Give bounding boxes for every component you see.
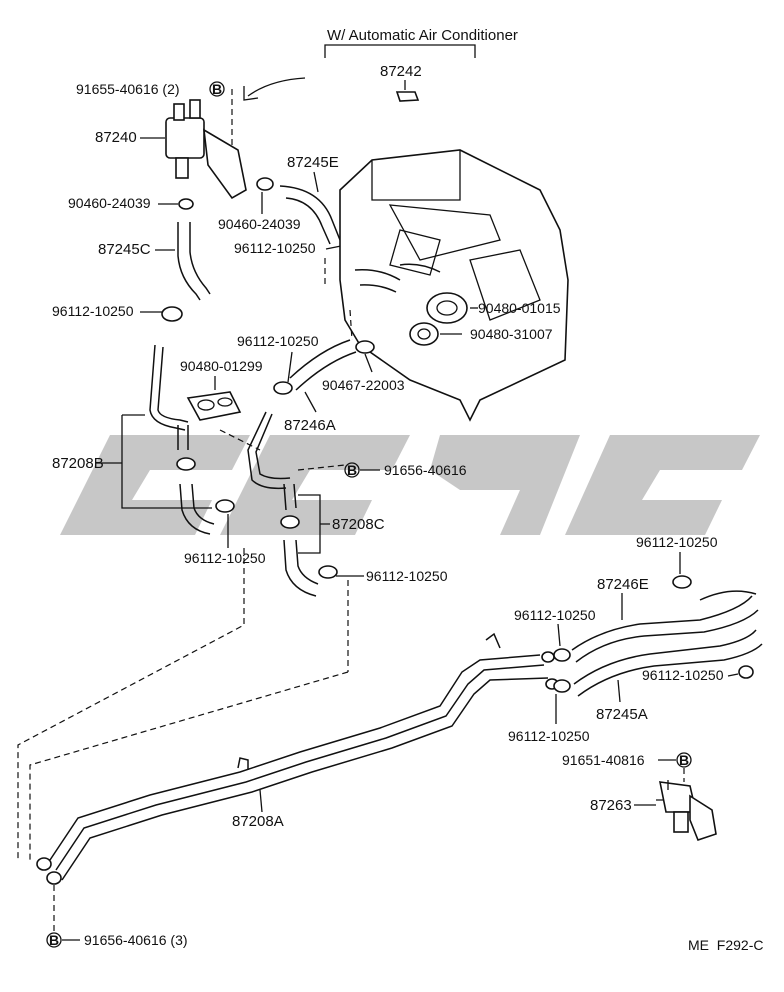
grommet-90480-31007 [409, 322, 439, 346]
part-87208C-pipe [247, 411, 291, 490]
label-87242: 87242 [380, 63, 422, 80]
direction-arrow [247, 77, 306, 97]
label-87246A: 87246A [284, 417, 336, 434]
label-87208B: 87208B [52, 455, 104, 472]
clamp-96112-d [215, 499, 235, 513]
label-87245E: 87245E [287, 154, 339, 171]
label-87208A: 87208A [232, 813, 284, 830]
part-87240-water-valve [165, 99, 247, 200]
label-96112-10250-h: 96112-10250 [642, 667, 724, 683]
clamp-96112-c [273, 381, 293, 395]
clamp-87208B [176, 457, 196, 471]
grommet-90480-01299 [186, 391, 242, 421]
callout-b-3: B [49, 932, 59, 948]
part-87245E-hose [279, 185, 341, 245]
callout-b-2: B [347, 462, 357, 478]
label-90460-24039-a: 90460-24039 [68, 195, 151, 211]
label-91656-40616: 91656-40616 [384, 462, 467, 478]
part-87245C-hose [177, 222, 211, 301]
clamp-90460-b [256, 177, 274, 191]
clamp-96112-g [553, 648, 571, 662]
label-96112-10250-i: 96112-10250 [508, 728, 590, 744]
label-96112-10250-e: 96112-10250 [366, 568, 448, 584]
label-91655-40616: 91655-40616 (2) [76, 81, 180, 97]
part-87208A-pipe [49, 654, 549, 881]
part-87246A-hose [289, 339, 357, 391]
label-96112-10250-c: 96112-10250 [237, 333, 319, 349]
callout-b-1: B [212, 81, 222, 97]
label-90480-01299: 90480-01299 [180, 358, 263, 374]
label-90467-22003: 90467-22003 [322, 377, 405, 393]
heater-unit-assembly [339, 149, 569, 422]
label-96112-10250-a: 96112-10250 [234, 240, 316, 256]
callout-b-4: B [679, 752, 689, 768]
part-87242-clip [395, 91, 420, 102]
clamp-96112-i [553, 679, 571, 693]
grommet-90480-01015 [426, 292, 468, 324]
watermark [60, 435, 760, 535]
part-87263-valve [656, 780, 717, 841]
diagram-title: W/ Automatic Air Conditioner [327, 27, 518, 44]
label-96112-10250-b: 96112-10250 [52, 303, 134, 319]
clamp-96112-f [672, 575, 692, 589]
label-91656-40616-3: 91656-40616 (3) [84, 932, 188, 948]
label-87245A: 87245A [596, 706, 648, 723]
pipe-87208A-end-fittings [36, 651, 559, 885]
label-87208C: 87208C [332, 516, 385, 533]
label-96112-10250-d: 96112-10250 [184, 550, 266, 566]
part-87245A-hose [573, 629, 763, 697]
label-87240: 87240 [95, 129, 137, 146]
label-90480-31007: 90480-31007 [470, 326, 553, 342]
part-87246E-hose [571, 595, 759, 663]
label-87245C: 87245C [98, 241, 151, 258]
label-87246E: 87246E [597, 576, 649, 593]
label-87263: 87263 [590, 797, 632, 814]
clamp-90460-a [178, 198, 194, 210]
clamp-96112-h [738, 665, 754, 679]
label-96112-10250-f: 96112-10250 [636, 534, 718, 550]
part-87208B-pipe [149, 344, 189, 431]
label-90460-24039-b: 90460-24039 [218, 216, 301, 232]
clamp-96112-b [161, 306, 183, 322]
diagram-code: ME F292-C [688, 937, 763, 953]
label-96112-10250-g: 96112-10250 [514, 607, 596, 623]
header-bracket [324, 44, 476, 58]
label-90480-01015: 90480-01015 [478, 300, 561, 316]
label-91651-40816: 91651-40816 [562, 752, 645, 768]
